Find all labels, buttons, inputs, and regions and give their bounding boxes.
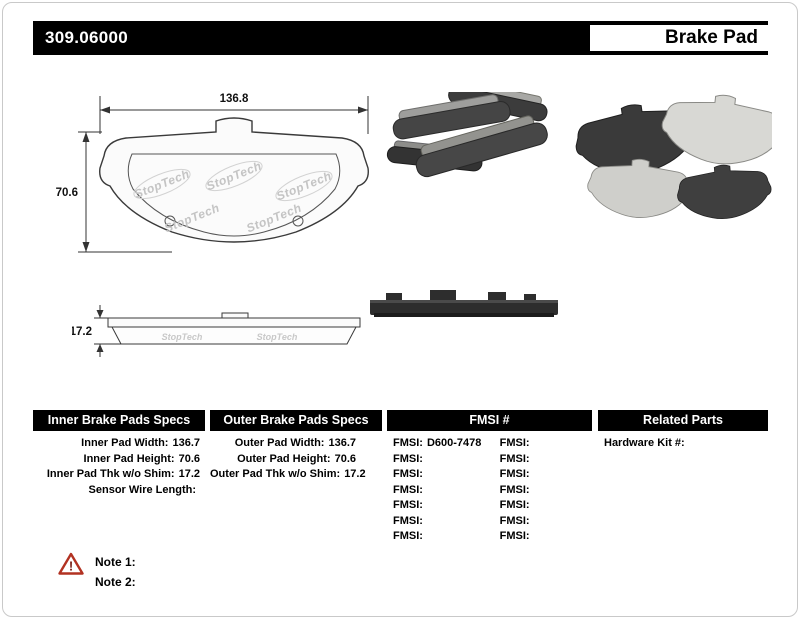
related-parts-header: Related Parts (598, 410, 768, 431)
pad-edge-bump (386, 293, 402, 302)
title-bar: 309.06000 Brake Pad (33, 21, 768, 55)
part-number: 309.06000 (33, 21, 590, 55)
watermark-logo: StopTech (257, 332, 298, 342)
spec-row: Inner Pad Height:70.6 (83, 452, 200, 465)
fmsi-row: FMSI: FMSI: (393, 483, 530, 496)
pad-edge-highlight (370, 300, 558, 303)
friction-pad-outline (127, 153, 341, 237)
fmsi-row: FMSI: FMSI: (393, 452, 530, 465)
backing-plate-profile (107, 317, 361, 328)
svg-text:!: ! (69, 559, 73, 574)
pad-edge-bump (488, 292, 506, 302)
pad-edge-body (370, 300, 558, 315)
brake-pad-photo (415, 115, 548, 178)
related-parts-column: Related Parts Hardware Kit #: (598, 410, 768, 452)
note-1: Note 1: (95, 555, 136, 569)
arrowhead-icon (82, 132, 90, 142)
side-view-drawing: 17.2 StopTech StopTech (72, 305, 361, 357)
watermark-oval (275, 170, 333, 202)
arrowhead-icon (100, 106, 110, 114)
fmsi-row: FMSI:D600-7478 FMSI: (393, 437, 530, 449)
pad-edge-shadow (374, 313, 554, 317)
inner-specs-header: Inner Brake Pads Specs (33, 410, 205, 431)
spec-row: Inner Pad Width:136.7 (81, 437, 200, 449)
pad-hole (164, 215, 176, 227)
fmsi-column: FMSI # FMSI:D600-7478 FMSI: FMSI: FMSI: … (387, 410, 592, 545)
brake-pad-photo-back (674, 160, 772, 220)
product-photo-angled-pads (386, 92, 548, 178)
fmsi-row: FMSI: FMSI: (393, 499, 530, 511)
arrowhead-icon (358, 106, 368, 114)
width-dimension-label: 136.8 (220, 93, 249, 105)
fmsi-row: FMSI: FMSI: (393, 530, 530, 542)
watermark-oval (133, 168, 191, 200)
arrowhead-icon (82, 242, 90, 252)
friction-material-profile (111, 326, 357, 345)
fmsi-header: FMSI # (387, 410, 592, 431)
spec-row: Outer Pad Thk w/o Shim:17.2 (210, 468, 366, 480)
brake-pad-photo (392, 94, 511, 140)
product-name: Brake Pad (590, 21, 768, 55)
pad-hole (292, 215, 304, 227)
height-dimension-label: 70.6 (56, 187, 78, 199)
spec-row: Outer Pad Width:136.7 (234, 437, 356, 449)
spec-row: Inner Pad Thk w/o Shim:17.2 (46, 468, 200, 480)
product-photo-edge-profile (370, 290, 558, 317)
pad-edge-bump (524, 294, 536, 302)
pad-outline (99, 117, 369, 243)
arrowhead-icon (96, 310, 104, 318)
warning-icon: ! (58, 552, 84, 575)
thickness-dimension-label: 17.2 (72, 326, 92, 338)
product-photo-front-pads (572, 88, 772, 220)
watermark-oval (205, 160, 263, 192)
spec-row: Outer Pad Height:70.6 (237, 452, 356, 465)
front-view-drawing: 136.8 70.6 StopTech StopTech StopTech St… (56, 93, 369, 253)
pad-edge-bump (430, 290, 456, 302)
fmsi-row: FMSI: FMSI: (393, 468, 530, 480)
outer-specs-column: Outer Brake Pads Specs Outer Pad Width:1… (210, 410, 382, 483)
inner-specs-column: Inner Brake Pads Specs Inner Pad Width:1… (33, 410, 205, 498)
fmsi-row: FMSI: FMSI: (393, 514, 530, 527)
note-2: Note 2: (95, 575, 136, 589)
spec-row: Sensor Wire Length: (88, 483, 196, 496)
watermark-logo: StopTech (162, 332, 203, 342)
spec-row: Hardware Kit #: (604, 437, 685, 449)
arrowhead-icon (96, 344, 104, 352)
outer-specs-header: Outer Brake Pads Specs (210, 410, 382, 431)
